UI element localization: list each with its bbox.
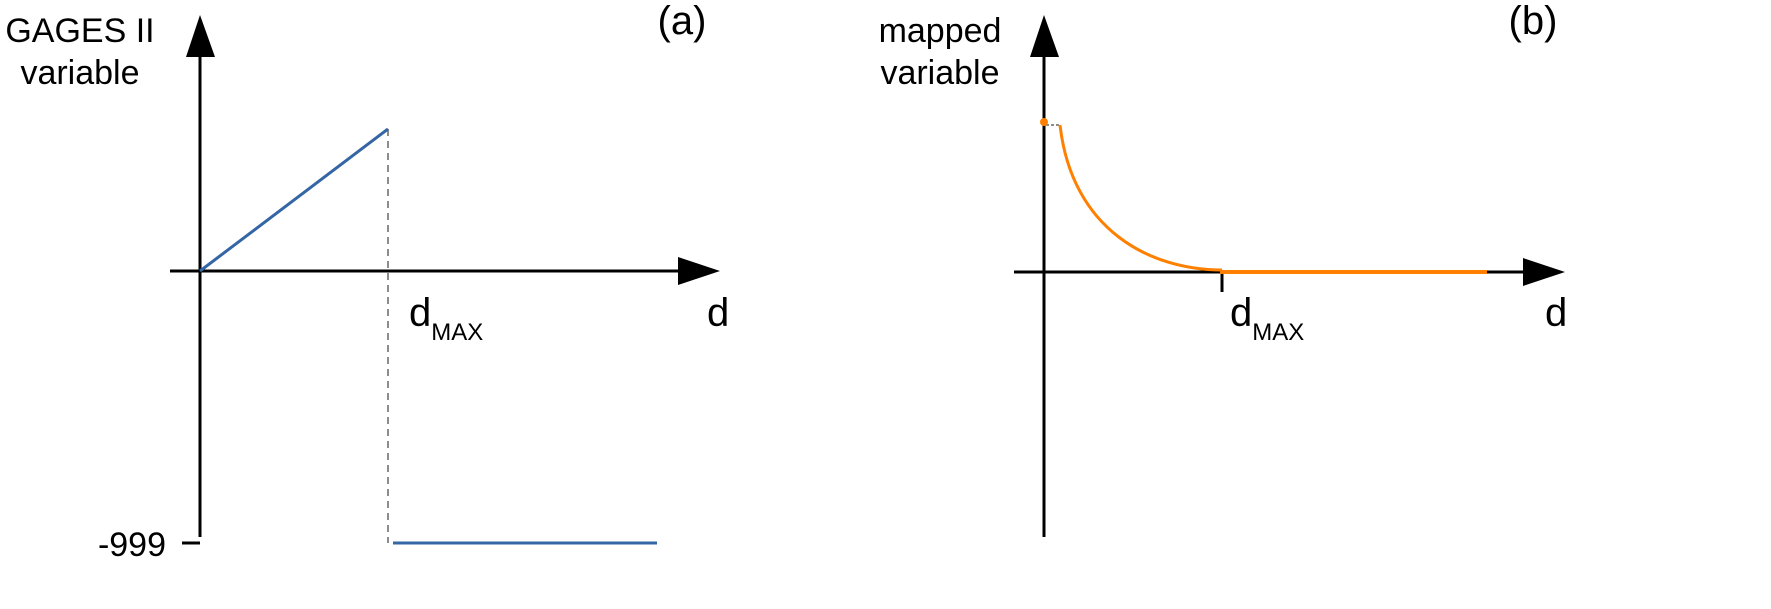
y-axis-arrow-b bbox=[1030, 15, 1059, 57]
ylabel-a-2: variable bbox=[20, 54, 139, 92]
dmax-label-a: dMAX bbox=[409, 291, 483, 346]
panel-a-label: (a) bbox=[658, 0, 707, 43]
ylabel-a-1: GAGES II bbox=[5, 12, 154, 50]
panel-b-label: (b) bbox=[1509, 0, 1558, 43]
tick-label-neg999: -999 bbox=[98, 526, 166, 564]
ylabel-b-1: mapped bbox=[879, 12, 1002, 50]
y-axis-arrow-a bbox=[186, 15, 215, 57]
panel-a: GAGES II variable (a) -999 d dMAX bbox=[5, 0, 729, 564]
dmax-label-b: dMAX bbox=[1230, 291, 1304, 346]
start-point bbox=[1040, 118, 1048, 126]
xlabel-b: d bbox=[1545, 291, 1567, 335]
xlabel-a: d bbox=[707, 291, 729, 335]
increasing-line bbox=[199, 127, 389, 273]
x-axis-arrow-b bbox=[1523, 258, 1565, 286]
panel-b: mapped variable (b) d dMAX bbox=[879, 0, 1567, 537]
x-axis-arrow-a bbox=[678, 257, 720, 285]
decay-curve bbox=[1058, 124, 1223, 272]
ylabel-b-2: variable bbox=[880, 54, 999, 92]
